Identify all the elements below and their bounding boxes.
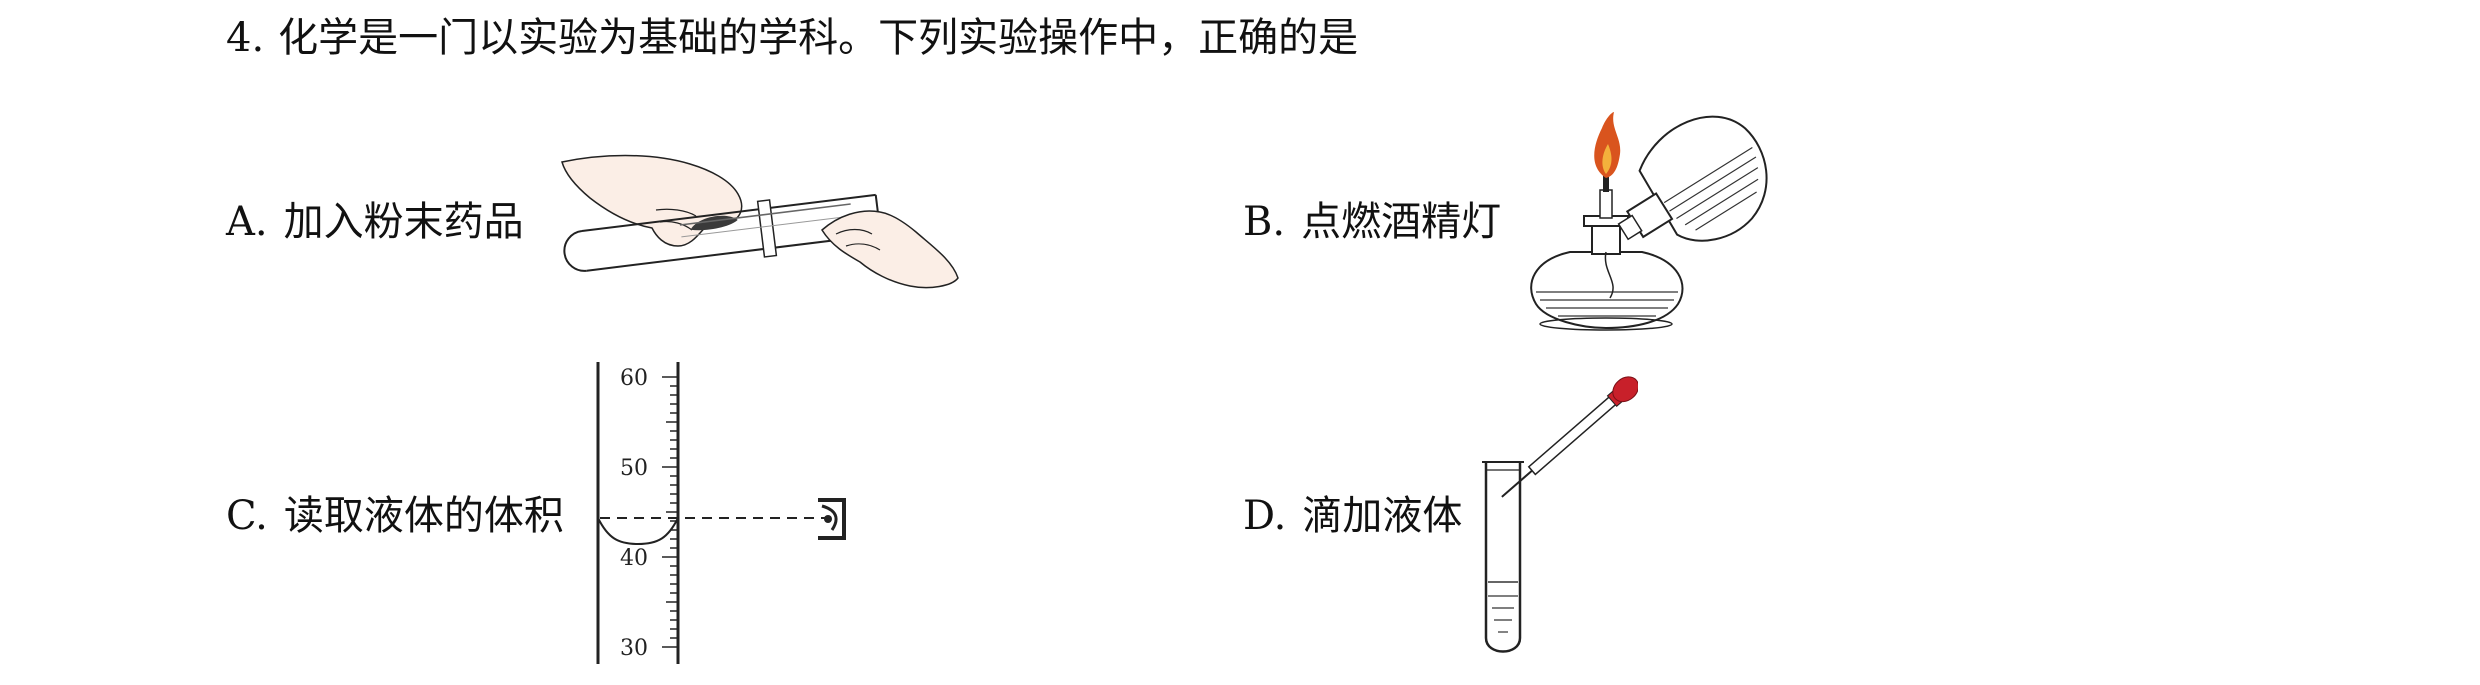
option-b-text: 点燃酒精灯 [1301, 199, 1502, 245]
option-c-text: 读取液体的体积 [283, 493, 564, 539]
lighting-alcohol-lamp-illustration [1530, 112, 1768, 331]
option-a[interactable]: A. 加入粉末药品 [226, 194, 524, 250]
tick-label-60: 60 [620, 366, 648, 391]
option-c[interactable]: C. 读取液体的体积 [226, 488, 564, 544]
tilted-alcohol-lamp [1617, 115, 1768, 242]
question-number: 4. [226, 15, 265, 61]
dropping-liquid-illustration [1482, 376, 1638, 653]
option-d-text: 滴加液体 [1302, 493, 1463, 539]
option-b[interactable]: B. 点燃酒精灯 [1243, 194, 1501, 250]
tick-label-40: 40 [620, 546, 648, 571]
test-tube [1482, 461, 1524, 653]
option-b-letter: B. [1243, 199, 1286, 245]
tick-label-50: 50 [620, 456, 648, 481]
option-a-letter: A. [226, 199, 268, 245]
option-c-letter: C. [226, 493, 268, 539]
tick-label-30: 30 [620, 636, 648, 661]
right-hand [821, 210, 959, 289]
powder-test-tube-illustration [561, 154, 959, 289]
option-d-letter: D. [1243, 493, 1287, 539]
option-a-text: 加入粉末药品 [283, 199, 524, 245]
option-d[interactable]: D. 滴加液体 [1243, 488, 1462, 544]
dropper [1501, 376, 1638, 498]
flame [1594, 112, 1621, 178]
cylinder-scale-ticks [662, 376, 678, 648]
question-stem: 4. 化学是一门以实验为基础的学科。下列实验操作中，正确的是 [226, 8, 1358, 68]
graduated-cylinder-reading-illustration: 60 50 40 30 [596, 362, 846, 664]
liquid-meniscus [597, 517, 679, 546]
eye-icon [818, 498, 846, 540]
test-tube [563, 193, 882, 272]
alcohol-lamp [1530, 174, 1684, 331]
question-text: 化学是一门以实验为基础的学科。下列实验操作中，正确的是 [278, 15, 1359, 61]
